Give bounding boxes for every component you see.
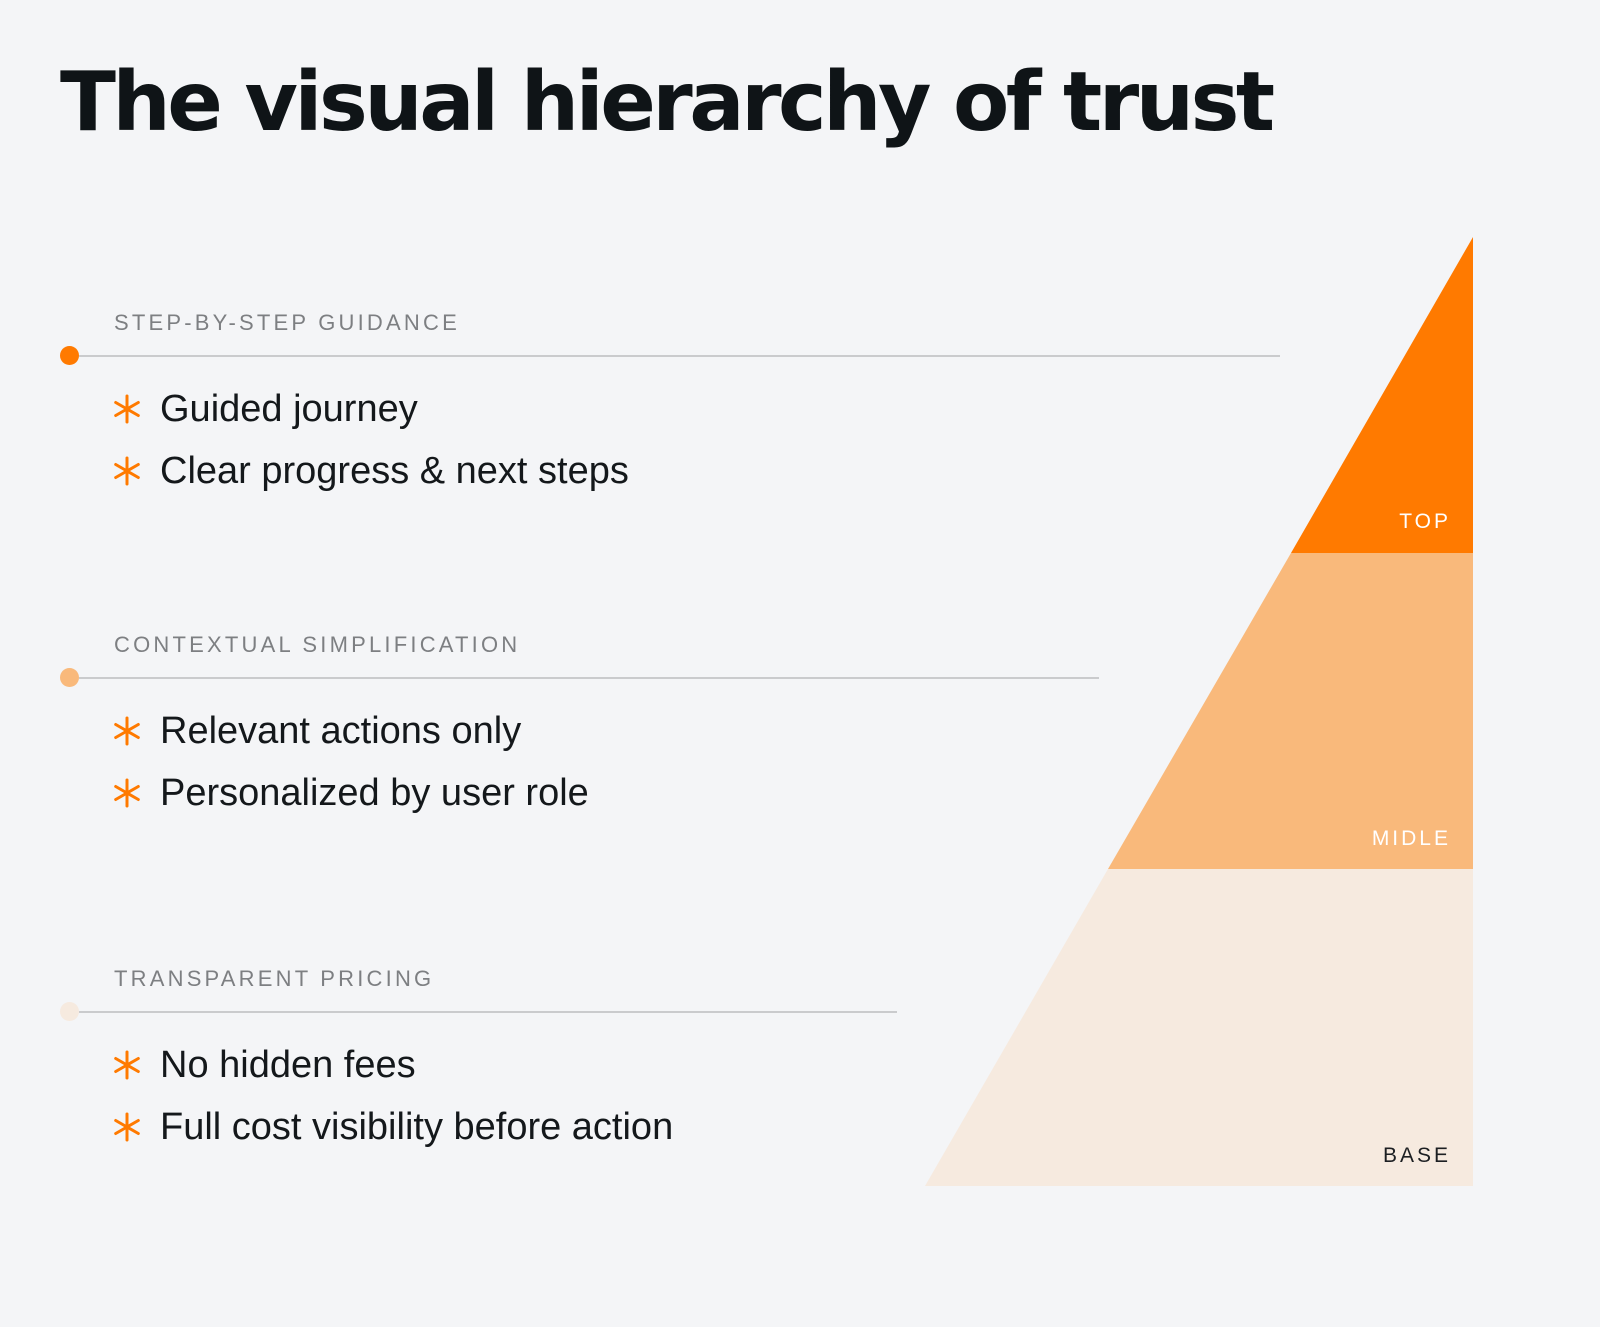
item-list: No hidden fees Full cost visibility befo… <box>110 1034 673 1158</box>
asterisk-icon <box>110 714 144 748</box>
list-item: Relevant actions only <box>110 700 589 762</box>
list-item: Personalized by user role <box>110 762 589 824</box>
asterisk-icon <box>110 776 144 810</box>
section-heading: TRANSPARENT PRICING <box>114 966 435 991</box>
pyramid-tier-base <box>925 869 1473 1186</box>
list-item: Guided journey <box>110 378 629 440</box>
pyramid-tier-top <box>1291 237 1473 553</box>
asterisk-icon <box>110 392 144 426</box>
list-item-text: No hidden fees <box>160 1043 416 1086</box>
section-dot <box>60 346 79 365</box>
section-divider <box>79 677 1099 679</box>
asterisk-icon <box>110 1110 144 1144</box>
page-title: The visual hierarchy of trust <box>60 55 1275 150</box>
section-heading: STEP-BY-STEP GUIDANCE <box>114 310 460 335</box>
pyramid-tier-label-middle: MIDLE <box>1371 827 1451 850</box>
asterisk-icon <box>110 1048 144 1082</box>
list-item: Clear progress & next steps <box>110 440 629 502</box>
section-dot <box>60 1002 79 1021</box>
pyramid-tier-label-base: BASE <box>1382 1144 1451 1167</box>
list-item: No hidden fees <box>110 1034 673 1096</box>
section-heading: CONTEXTUAL SIMPLIFICATION <box>114 632 521 657</box>
section-divider <box>79 1011 897 1013</box>
item-list: Relevant actions only Personalized by us… <box>110 700 589 824</box>
section-dot <box>60 668 79 687</box>
pyramid-tier-label-top: TOP <box>1399 510 1451 533</box>
item-list: Guided journey Clear progress & next ste… <box>110 378 629 502</box>
list-item-text: Relevant actions only <box>160 709 522 752</box>
pyramid-tier-middle <box>1108 553 1473 869</box>
list-item-text: Guided journey <box>160 387 418 430</box>
asterisk-icon <box>110 454 144 488</box>
list-item-text: Clear progress & next steps <box>160 449 629 492</box>
section-divider <box>79 355 1280 357</box>
list-item-text: Personalized by user role <box>160 771 589 814</box>
list-item: Full cost visibility before action <box>110 1096 673 1158</box>
list-item-text: Full cost visibility before action <box>160 1105 674 1148</box>
